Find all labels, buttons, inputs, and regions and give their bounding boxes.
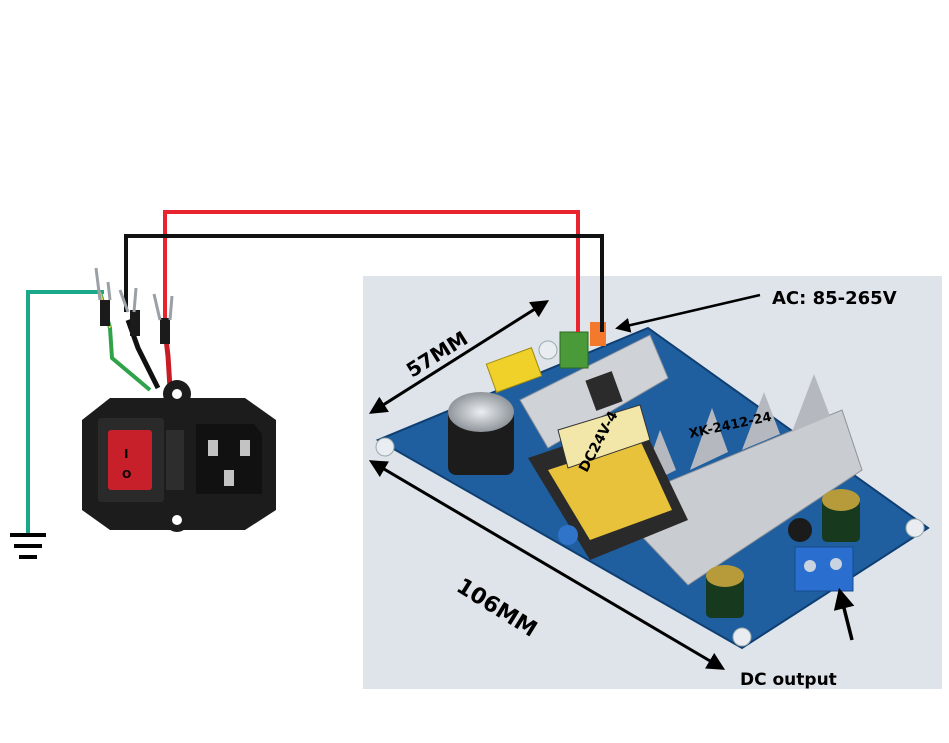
capacitor-output — [822, 489, 860, 542]
switch-on-mark: I — [124, 447, 128, 461]
fuse-holder — [166, 430, 184, 490]
spade-connectors — [94, 267, 174, 392]
width-dimension-arrow — [368, 300, 550, 414]
dc-output-label: DC output — [740, 670, 837, 690]
y-capacitor — [558, 525, 578, 545]
neutral-wire — [124, 234, 604, 332]
ac-callout-arrow — [615, 293, 761, 333]
length-dimension-arrow — [368, 460, 726, 670]
mount-hole — [375, 437, 395, 457]
heatsink-small — [519, 334, 669, 449]
capacitor-large — [448, 392, 514, 475]
mount-hole — [905, 518, 925, 538]
dc-callout-arrow — [833, 587, 855, 641]
live-wire — [163, 210, 580, 332]
switch-off-mark: O — [122, 468, 131, 481]
earth-wire — [26, 290, 104, 535]
ground-icon — [10, 533, 46, 559]
mount-hole — [732, 627, 752, 647]
capacitor-output — [706, 565, 744, 618]
mount-hole — [538, 340, 558, 360]
rocker-switch — [108, 430, 152, 490]
ac-input-terminal — [559, 322, 606, 369]
dc-output-terminal — [794, 546, 854, 592]
capacitor-small — [788, 518, 812, 542]
ac-input-label: AC: 85-265V — [772, 288, 897, 309]
iec-power-socket: I O — [82, 380, 276, 532]
